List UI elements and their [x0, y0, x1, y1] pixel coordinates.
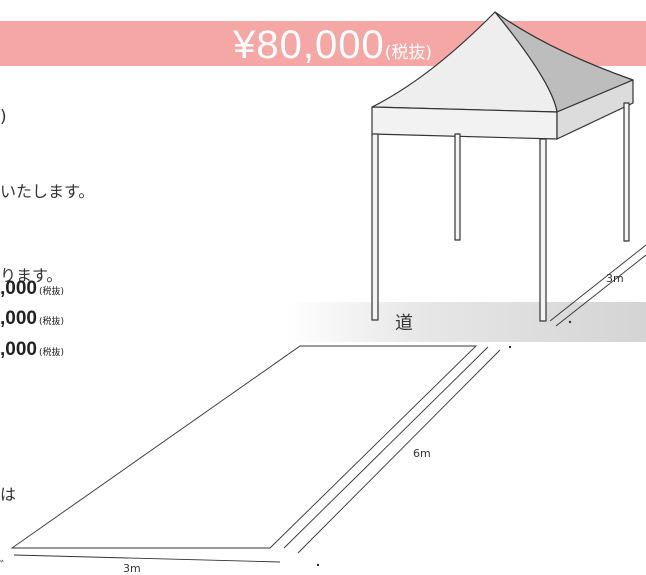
price-line-2: ,000(税抜)	[0, 308, 64, 330]
area-width-label: 3m	[123, 562, 141, 575]
price-line-3-amount: ,000	[0, 339, 37, 360]
price-line-3: ,000(税抜)	[0, 339, 64, 361]
road-label: 道	[395, 313, 413, 334]
area-depth-label: 6m	[413, 447, 431, 460]
price-amount: ¥80,000	[233, 23, 385, 67]
price-line-1-tax: (税抜)	[38, 287, 65, 297]
text-line-8: ゛	[0, 559, 13, 573]
text-line-3: ります。	[0, 266, 63, 285]
area-outline	[10, 345, 501, 563]
text-line-7: は	[0, 485, 17, 504]
price-line-1-amount: ,000	[0, 278, 37, 299]
price-line-1: ,000(税抜)	[0, 278, 64, 300]
text-line-2: いたします。	[0, 182, 95, 201]
price-line-2-amount: ,000	[0, 308, 37, 329]
tent-depth-dimension	[549, 244, 646, 327]
road-band	[286, 302, 646, 342]
price-line-2-tax: (税抜)	[38, 317, 65, 327]
price-line-3-tax: (税抜)	[38, 348, 65, 358]
price-label: ¥80,000(税抜)	[0, 21, 432, 67]
text-line-1: )	[0, 107, 7, 127]
tent-icon	[371, 11, 634, 322]
price-tax-note: (税抜)	[384, 43, 432, 63]
tent-depth-label: 3m	[606, 272, 624, 285]
